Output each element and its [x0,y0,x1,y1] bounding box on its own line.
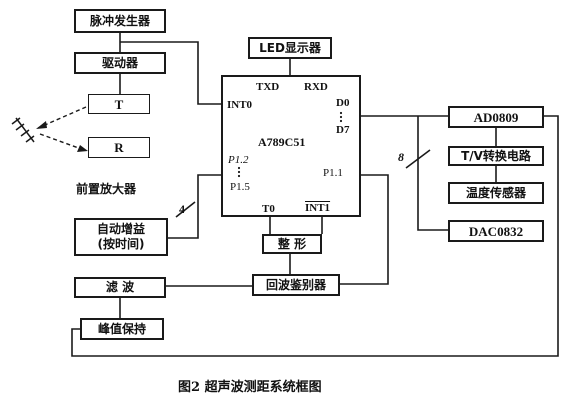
pin-ellipsis [237,111,343,178]
pin-int0: INT0 [227,99,253,111]
shaping-label: 整 形 [277,236,307,251]
preamp-label: 前置放大器 [76,182,137,196]
ground-symbol [11,117,35,143]
temp-sensor-label: 温度传感器 [465,185,526,200]
adc-block: AD0809 [448,106,544,128]
mcu-outline [221,75,361,217]
agc-bus-width: 4 [179,202,185,216]
peak-hold-block: 峰值保持 [80,318,164,340]
transmitter-block: T [88,94,150,114]
pin-rxd: RXD [304,81,328,93]
pin-p12: P1.2 [228,154,249,166]
figure-caption: 图2 超声波测距系统框图 [178,380,322,395]
wire-p11-echo [340,174,389,285]
receiver-block: R [88,137,150,158]
led-display-block: LED显示器 [248,37,332,59]
driver-label: 驱动器 [101,55,138,70]
echo-detector-label: 回波鉴别器 [265,277,326,292]
filter-label: 滤 波 [105,280,135,294]
agc-label-line1: 自动增益 [96,222,145,236]
tv-converter-label: T/V转换电路 [461,148,531,163]
bus-slash-4 [175,201,196,218]
pin-p11: P1.1 [323,167,343,179]
echo-detector-block: 回波鉴别器 [252,274,340,296]
wire-adc-peakhold [71,115,559,357]
pulse-generator-block: 脉冲发生器 [74,9,166,33]
temp-sensor-block: 温度传感器 [448,182,544,204]
mcu-name: A789C51 [258,135,306,149]
echo-rays [37,106,87,151]
pin-d7: D7 [336,124,350,136]
agc-label-line2: (按时间) [97,237,145,251]
pin-txd: TXD [256,81,280,93]
filter-block: 滤 波 [74,277,166,298]
dac-label: DAC0832 [468,223,524,239]
dac-block: DAC0832 [448,220,544,242]
shaping-block: 整 形 [262,234,322,254]
agc-block: 自动增益 (按时间) [74,218,168,256]
led-display-label: LED显示器 [259,40,321,55]
echo-arrowheads [36,121,88,152]
receiver-label: R [114,140,124,155]
adc-label: AD0809 [473,109,519,125]
wire-pulse-int0 [120,41,222,105]
wire-bus-dac [417,116,448,231]
wire-agc-bus [168,174,222,239]
pin-int1: INT1 [305,202,331,214]
pulse-generator-label: 脉冲发生器 [89,13,150,28]
driver-block: 驱动器 [74,52,166,74]
data-bus-width: 8 [398,150,404,164]
transmitter-label: T [114,96,124,112]
pin-d0: D0 [336,97,350,109]
pin-p15: P1.5 [230,181,250,193]
peak-hold-label: 峰值保持 [97,321,146,336]
pin-t0: T0 [262,203,275,215]
tv-converter-block: T/V转换电路 [448,146,544,166]
bus-slash-8 [405,149,431,169]
